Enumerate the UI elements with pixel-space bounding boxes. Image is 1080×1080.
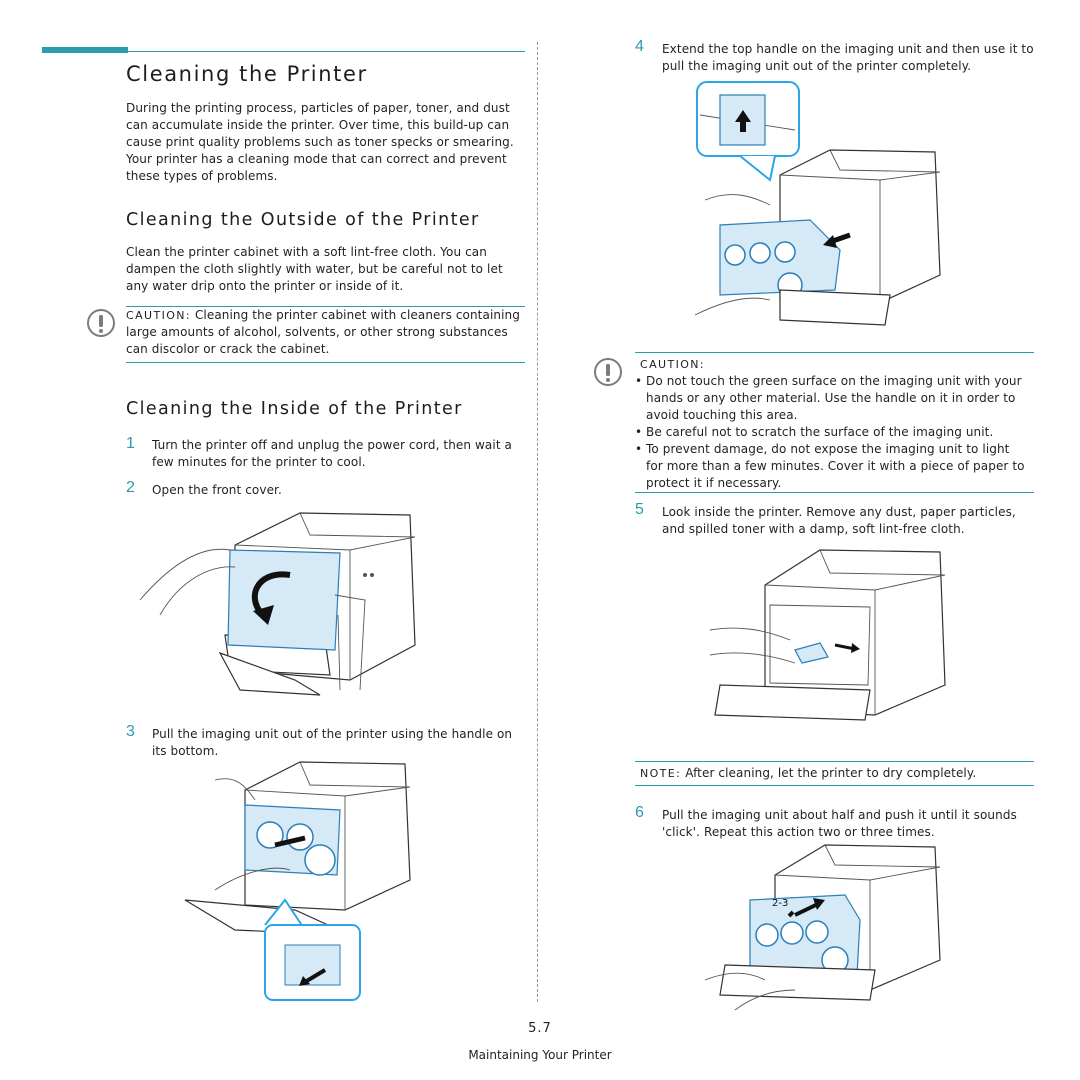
note-top-rule — [635, 761, 1034, 762]
outside-paragraph: Clean the printer cabinet with a soft li… — [126, 245, 503, 293]
caution-icon — [87, 309, 115, 337]
step-number: 6 — [635, 804, 644, 821]
note-bottom-rule — [635, 785, 1034, 786]
figure-extend-top-handle — [694, 81, 941, 326]
title-accent-bar — [42, 47, 128, 53]
step-text: Look inside the printer. Remove any dust… — [662, 505, 1016, 536]
note-text: After cleaning, let the printer to dry c… — [685, 766, 977, 780]
inside-heading: Cleaning the Inside of the Printer — [126, 399, 463, 419]
caution-bottom-rule — [126, 362, 525, 363]
step-number: 1 — [126, 435, 135, 452]
caution2-item: Do not touch the green surface on the im… — [635, 373, 1027, 424]
figure-wipe-inside — [709, 549, 946, 721]
step-number: 2 — [126, 479, 135, 496]
step-text: Open the front cover. — [152, 483, 282, 497]
caution2-item: Be careful not to scratch the surface of… — [635, 424, 1027, 441]
caution2-item: To prevent damage, do not expose the ima… — [635, 441, 1027, 492]
page-number: 5.7 — [528, 1021, 552, 1036]
column-divider — [537, 42, 538, 1002]
outside-heading: Cleaning the Outside of the Printer — [126, 210, 480, 230]
figure-pull-imaging-unit — [184, 761, 411, 1001]
page-title: Cleaning the Printer — [126, 62, 368, 86]
step-text: Pull the imaging unit out of the printer… — [152, 727, 513, 758]
caution-text: Cleaning the printer cabinet with cleane… — [126, 308, 520, 356]
caution-block: CAUTION: Cleaning the printer cabinet wi… — [126, 307, 522, 358]
caution-top-rule — [126, 306, 525, 307]
step-number: 3 — [126, 723, 135, 740]
caution-label: CAUTION: — [126, 309, 192, 322]
caution2-bottom-rule — [635, 492, 1034, 493]
title-rule — [128, 51, 525, 52]
figure-open-front-cover — [139, 512, 416, 696]
step-text: Pull the imaging unit about half and pus… — [662, 808, 1017, 839]
note-block: NOTE: After cleaning, let the printer to… — [640, 765, 1032, 782]
step-number: 4 — [635, 38, 644, 55]
note-label: NOTE: — [640, 767, 682, 780]
figure-push-imaging-unit — [704, 844, 941, 1011]
step-number: 5 — [635, 501, 644, 518]
step-text: Turn the printer off and unplug the powe… — [152, 438, 512, 469]
caution2-top-rule — [635, 352, 1034, 353]
caution2-list: Do not touch the green surface on the im… — [635, 373, 1027, 492]
intro-paragraph: During the printing process, particles o… — [126, 101, 514, 183]
caution2-label: CAUTION: — [640, 358, 706, 371]
caution-icon — [594, 358, 622, 386]
figure-step6-label: 2-3 — [772, 898, 789, 909]
footer-section-title: Maintaining Your Printer — [468, 1048, 612, 1062]
step-text: Extend the top handle on the imaging uni… — [662, 42, 1034, 73]
